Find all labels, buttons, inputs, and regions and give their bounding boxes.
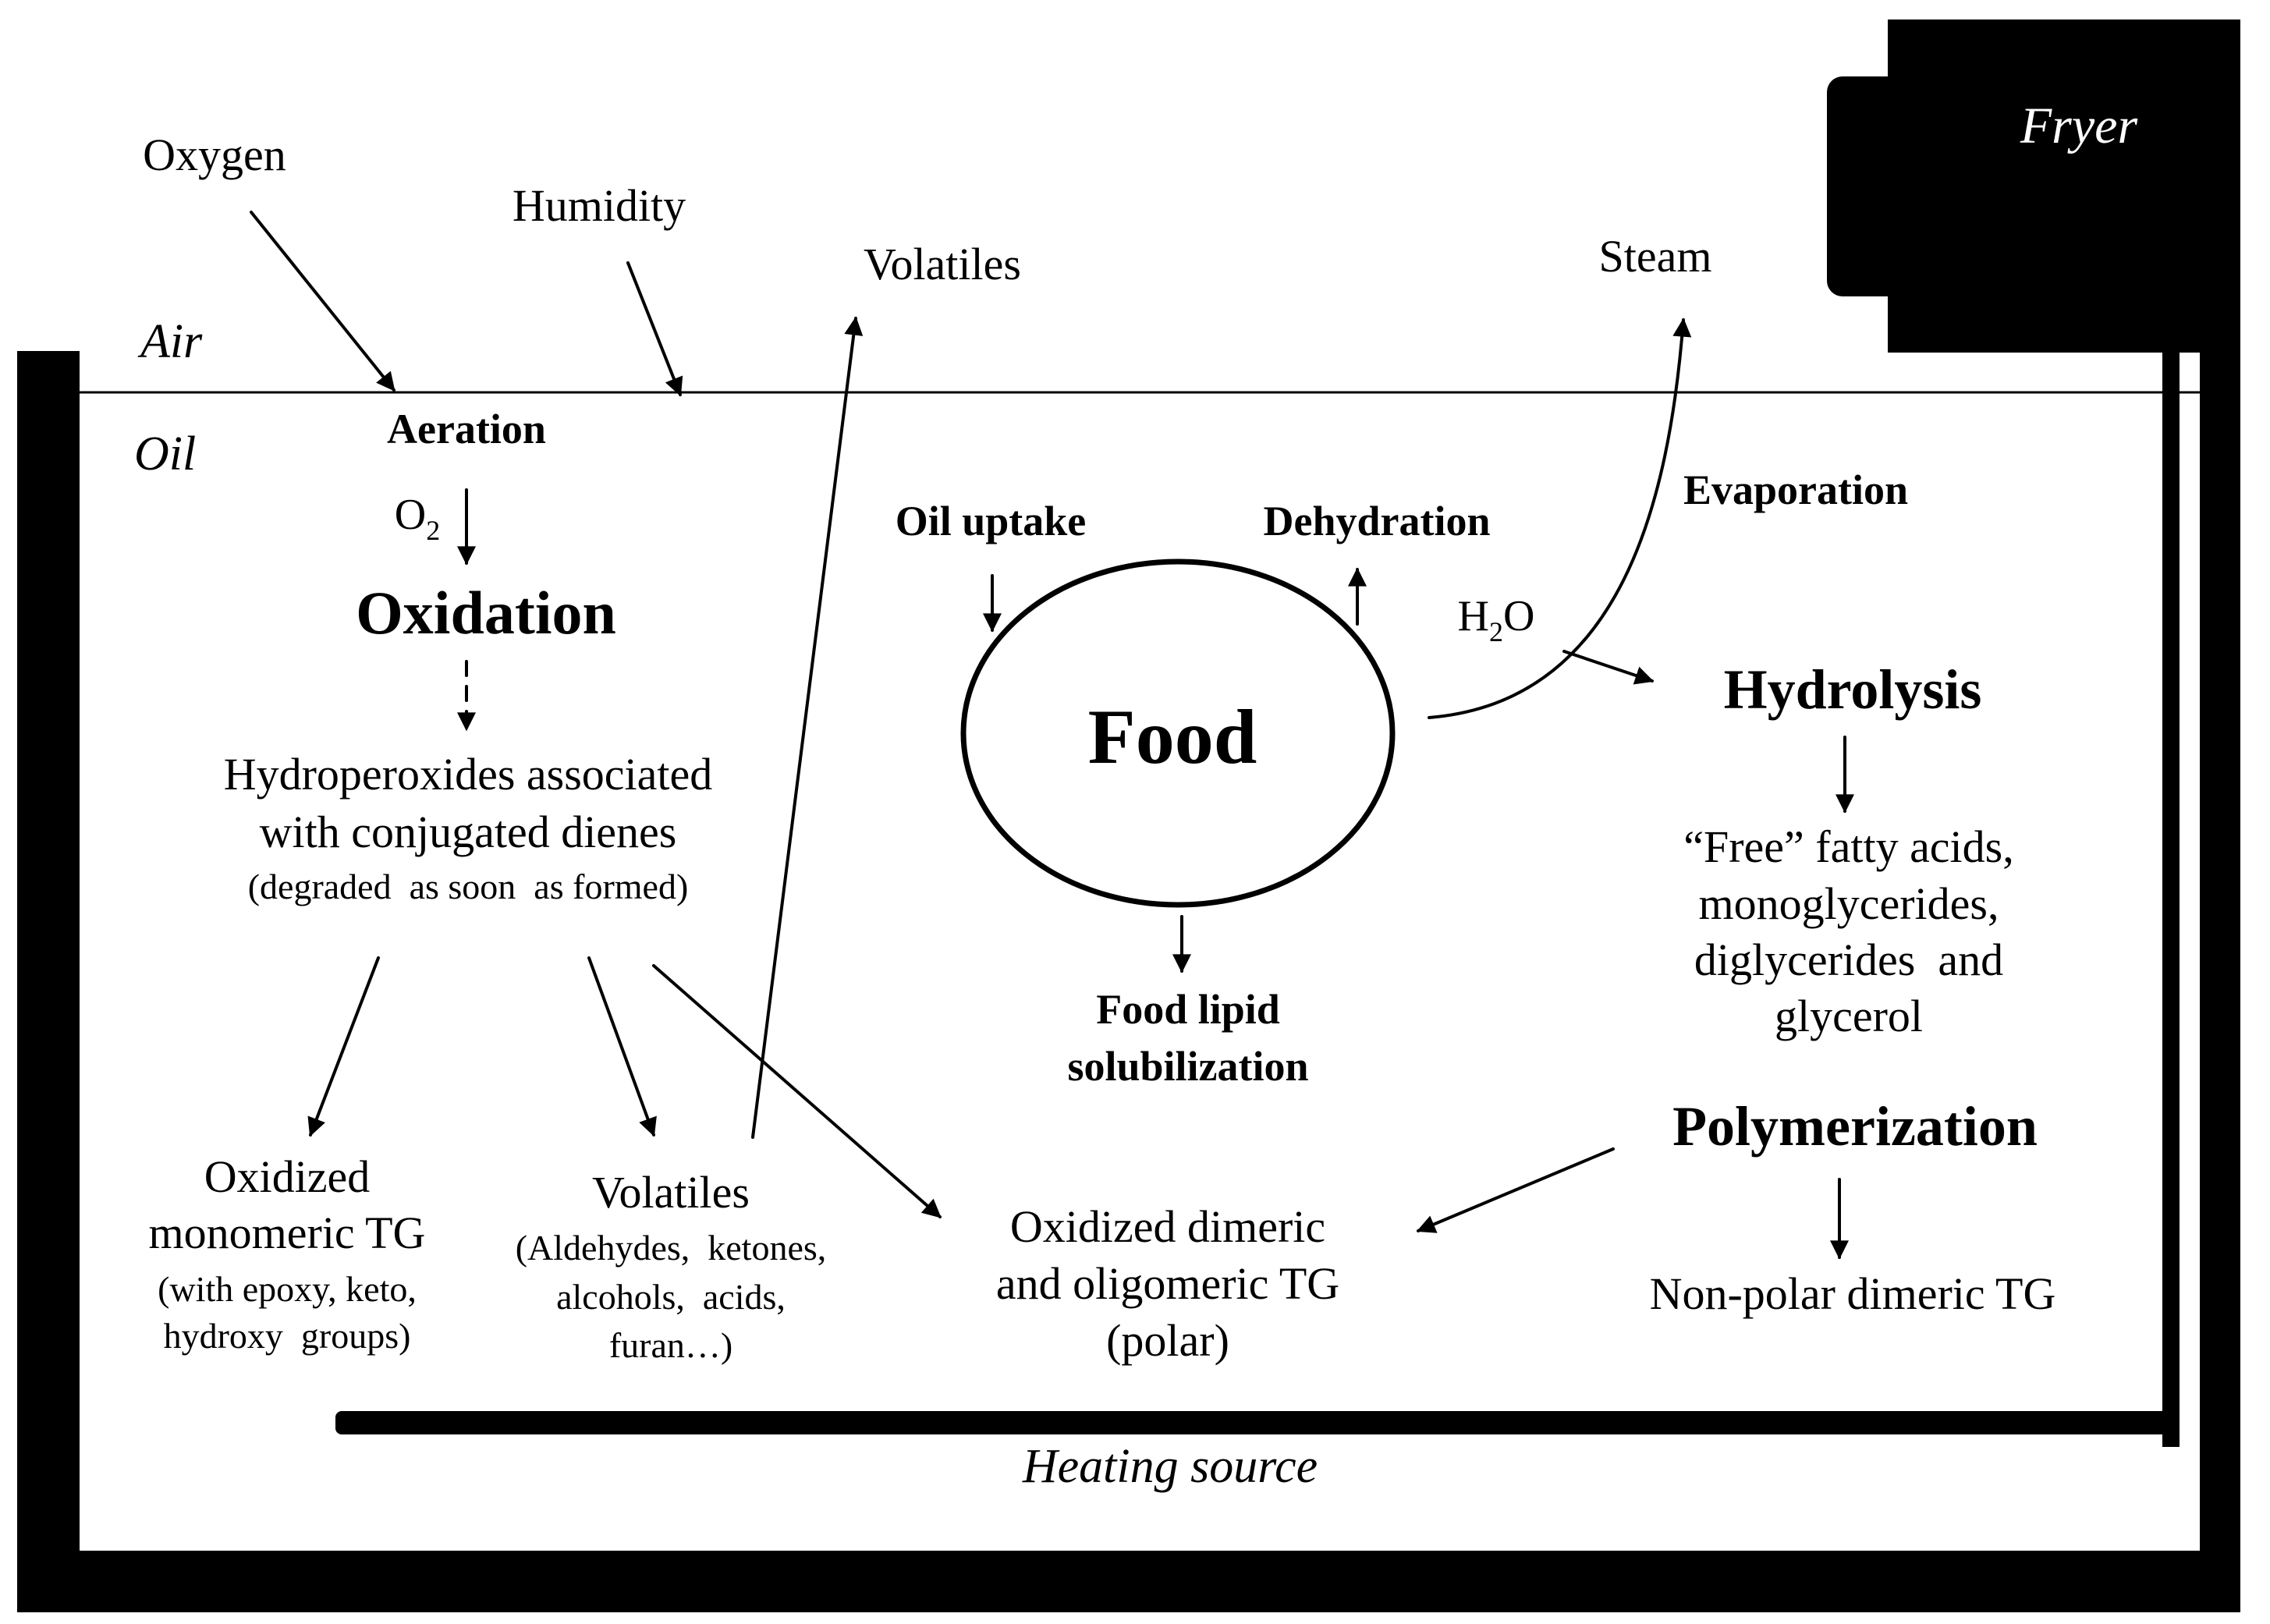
dehydration-label: Dehydration (1263, 498, 1490, 544)
evaporation-label: Evaporation (1683, 466, 1908, 513)
fryer-label: Fryer (2020, 98, 2138, 154)
heating-source-label: Heating source (1022, 1440, 1318, 1493)
hydrolysis-products-line1: “Free” fatty acids, (1683, 821, 2014, 872)
fryer-handle (1827, 76, 1905, 296)
to-dimeric-arrow (652, 964, 942, 1218)
monomeric-note1: (with epoxy, keto, (158, 1269, 417, 1309)
hydrolysis-products-line3: diglycerides and (1694, 934, 2003, 985)
volatiles-note3: furan…) (609, 1325, 732, 1365)
fryer-vessel (17, 20, 2240, 1612)
steam-arrow (1428, 317, 1692, 719)
hydroperoxides-line2: with conjugated dienes (260, 807, 677, 857)
hydrolysis-products-line4: glycerol (1775, 991, 1923, 1041)
steam-label: Steam (1599, 231, 1712, 282)
oxygen-label: Oxygen (143, 129, 286, 180)
food-label: Food (1088, 693, 1257, 780)
monomeric-note2: hydroxy groups) (164, 1316, 411, 1356)
volatiles-note1: (Aldehydes, ketones, (516, 1228, 827, 1268)
oil-label: Oil (134, 427, 196, 480)
volatiles-note2: alcohols, acids, (556, 1277, 786, 1317)
monomeric-line1: Oxidized (204, 1151, 371, 1202)
hydrolysis-title: Hydrolysis (1724, 658, 1982, 721)
polymerization-title: Polymerization (1672, 1095, 2038, 1158)
dimeric-line3: (polar) (1106, 1315, 1229, 1366)
food-lipid-line2: solubilization (1067, 1043, 1308, 1090)
to-volatiles-arrow (587, 956, 657, 1137)
hydrolysis-products-line2: monoglycerides, (1699, 878, 1999, 929)
food-ellipse (960, 558, 1396, 908)
volatiles-title: Volatiles (592, 1167, 750, 1218)
dimeric-line2: and oligomeric TG (996, 1258, 1339, 1309)
dimeric-line1: Oxidized dimeric (1010, 1201, 1325, 1252)
to-monomeric-arrow (307, 956, 380, 1137)
heating-element (335, 1411, 2180, 1434)
volatiles-top-label: Volatiles (864, 239, 1021, 289)
air-label: Air (137, 315, 203, 368)
humidity-label: Humidity (513, 180, 686, 231)
o2-label: O2 (395, 491, 440, 546)
aeration-label: Aeration (387, 406, 546, 452)
h2o-label: H2O (1458, 592, 1535, 647)
oxygen-arrow (250, 211, 395, 392)
h2o-to-hydrolysis-arrow (1562, 650, 1655, 685)
hydroperoxides-line1: Hydroperoxides associated (224, 749, 713, 800)
food-lipid-line1: Food lipid (1096, 986, 1280, 1033)
fryer-inner-wall (2162, 343, 2180, 1447)
oxidation-title: Oxidation (356, 579, 616, 647)
non-polar-dimeric-label: Non-polar dimeric TG (1650, 1268, 2056, 1319)
hydroperoxides-note: (degraded as soon as formed) (248, 867, 689, 906)
oil-uptake-label: Oil uptake (896, 498, 1087, 544)
humidity-arrow (626, 261, 683, 397)
fryer-housing (1888, 20, 2240, 353)
polymerization-to-dimeric-arrow (1416, 1147, 1615, 1233)
monomeric-line2: monomeric TG (149, 1207, 426, 1258)
volatiles-escape-arrow (751, 316, 864, 1139)
